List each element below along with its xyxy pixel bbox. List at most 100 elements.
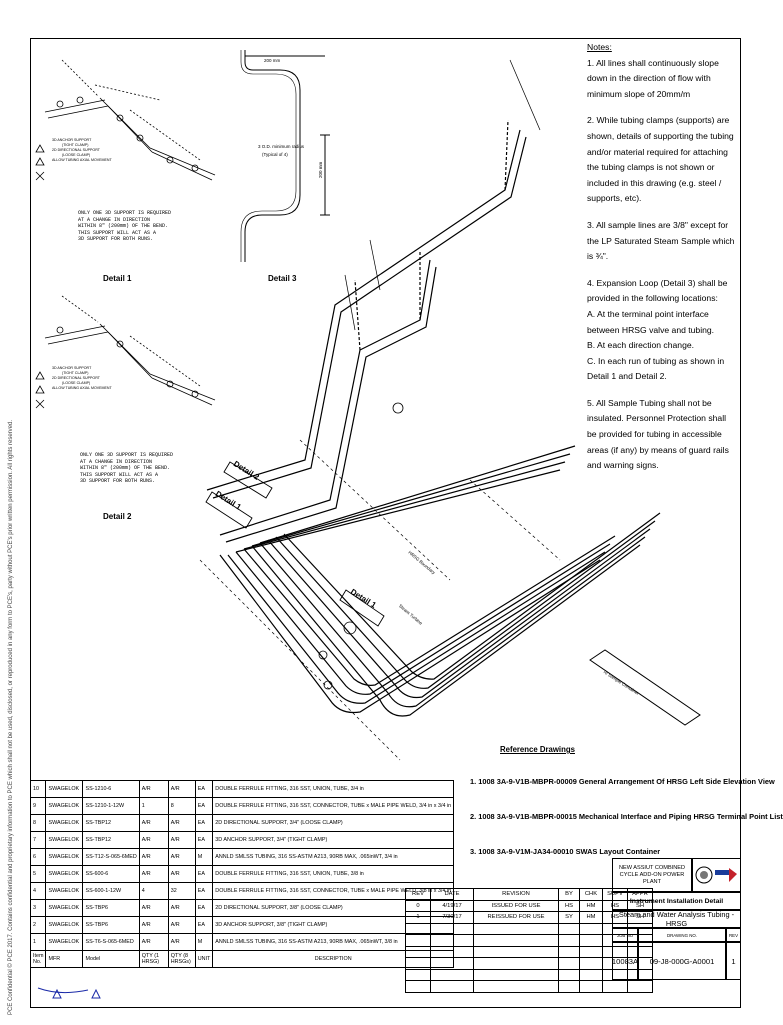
bom-cell: 1 bbox=[138, 797, 169, 815]
bom-cell: EA bbox=[194, 780, 214, 798]
bom-cell: EA bbox=[194, 916, 214, 934]
bom-cell: 7 bbox=[29, 831, 47, 849]
bom-cell: 6 bbox=[29, 848, 47, 866]
bom-cell: 9 bbox=[29, 797, 47, 815]
drawing-no-label: DRAWING NO. bbox=[638, 928, 726, 942]
bom-cell: A/R bbox=[138, 831, 169, 849]
rev-header-revision: REVISION bbox=[473, 888, 559, 901]
bom-cell: SWAGELOK bbox=[45, 831, 84, 849]
bom-cell: ANNLD SMLSS TUBING, 316 SS-ASTM A213, 90… bbox=[212, 848, 455, 866]
bom-cell: SS-TBP6 bbox=[82, 916, 140, 934]
bom-cell: 32 bbox=[167, 882, 196, 900]
bom-cell: SWAGELOK bbox=[45, 865, 84, 883]
bom-header-cell: MFR bbox=[45, 950, 84, 968]
detail2-sketch bbox=[35, 295, 216, 409]
bom-cell: 2 bbox=[29, 916, 47, 934]
bom-cell: SWAGELOK bbox=[45, 882, 84, 900]
bom-header-cell: Item No. bbox=[29, 950, 47, 968]
bom-header-cell: QTY (1 HRSG) bbox=[138, 950, 169, 968]
logo-icon bbox=[695, 866, 737, 884]
drawing-sheet-border bbox=[30, 38, 741, 1008]
tubing-run bbox=[206, 119, 661, 717]
boundary-lines bbox=[199, 439, 561, 761]
detail3-dim-top: 200 mm bbox=[264, 58, 281, 63]
rev-header-chk: CHK bbox=[579, 888, 603, 901]
bom-cell: EA bbox=[194, 899, 214, 917]
bom-cell: SS-T12-S-065-6MED bbox=[82, 848, 140, 866]
bom-cell: 5 bbox=[29, 865, 47, 883]
detail1-sketch bbox=[35, 59, 216, 181]
bom-cell: EA bbox=[194, 865, 214, 883]
bom-cell: A/R bbox=[138, 848, 169, 866]
bom-cell: 8 bbox=[167, 797, 196, 815]
bom-cell: 3D ANCHOR SUPPORT, 3/4" (TIGHT CLAMP) bbox=[212, 831, 455, 849]
rev-label: REV bbox=[726, 928, 741, 942]
title-block: NEW ASSIUT COMBINED CYCLE ADD-ON POWER P… bbox=[612, 858, 741, 980]
detail2-legend: 3D ANCHOR SUPPORT (TIGHT CLAMP) 2D DIREC… bbox=[52, 366, 112, 390]
drawing-subtitle: Steam and Water Analysis Tubing - HRSG bbox=[612, 910, 741, 928]
bom-cell: SS-T6-S-065-6MED bbox=[82, 933, 140, 951]
bom-cell: SWAGELOK bbox=[45, 780, 84, 798]
bom-cell: SS-600-1-12W bbox=[82, 882, 140, 900]
bom-cell: DOUBLE FERRULE FITTING, 316 SST, CONNECT… bbox=[212, 797, 455, 815]
bom-cell: SWAGELOK bbox=[45, 814, 84, 832]
rev-header-rev: REV bbox=[405, 888, 431, 901]
bom-cell: SWAGELOK bbox=[45, 899, 84, 917]
bom-cell: 3 bbox=[29, 899, 47, 917]
rev-header-by: BY bbox=[558, 888, 580, 901]
project-name: NEW ASSIUT COMBINED CYCLE ADD-ON POWER P… bbox=[612, 858, 692, 892]
bom-cell: A/R bbox=[138, 780, 169, 798]
bom-cell: A/R bbox=[167, 848, 196, 866]
detail1-legend: 3D ANCHOR SUPPORT (TIGHT CLAMP) 2D DIREC… bbox=[52, 138, 112, 162]
bom-header-cell: UNIT bbox=[194, 950, 214, 968]
detail3-label: Detail 3 bbox=[268, 274, 297, 283]
note-4: 4. Expansion Loop (Detail 3) shall be pr… bbox=[587, 277, 728, 304]
bom-cell: A/R bbox=[138, 933, 169, 951]
references-title: Reference Drawings bbox=[500, 745, 575, 754]
bom-header-cell: Model bbox=[82, 950, 140, 968]
note-4c: C. In each run of tubing as shown in Det… bbox=[587, 355, 725, 382]
note-3: 3. All sample lines are 3/8" except for … bbox=[587, 219, 735, 262]
detail2-note: ONLY ONE 3D SUPPORT IS REQUIRED AT A CHA… bbox=[80, 452, 174, 485]
job-no-value: 10083A bbox=[612, 942, 638, 980]
note-1: 1. All lines shall continuously slope do… bbox=[587, 57, 719, 99]
bom-cell: A/R bbox=[167, 899, 196, 917]
bom-cell: A/R bbox=[138, 814, 169, 832]
detail3-radius: 3 O.D. minimum radius bbox=[258, 144, 305, 149]
bom-cell: EA bbox=[194, 831, 214, 849]
bom-cell: A/R bbox=[167, 865, 196, 883]
tag-bubble-4 bbox=[323, 680, 333, 690]
rev-value: 1 bbox=[726, 942, 741, 980]
bom-cell: SWAGELOK bbox=[45, 797, 84, 815]
bom-cell: A/R bbox=[167, 814, 196, 832]
bom-cell: 4 bbox=[138, 882, 169, 900]
revision-row: 1 7/30/17 REISSUED FOR USE SY HM HS SH bbox=[405, 911, 653, 924]
bom-cell: A/R bbox=[167, 780, 196, 798]
note-2: 2. While tubing clamps (supports) are sh… bbox=[587, 115, 734, 204]
bom-cell: A/R bbox=[167, 933, 196, 951]
rev-header-date: DATE bbox=[430, 888, 474, 901]
bom-cell: A/R bbox=[138, 865, 169, 883]
detail3-dim-side: 200 mm bbox=[318, 161, 323, 178]
bom-cell: SS-TBP12 bbox=[82, 831, 140, 849]
detail3-radius-sub: (Typical of 4) bbox=[262, 152, 288, 157]
bom-cell: A/R bbox=[138, 899, 169, 917]
bom-cell: SWAGELOK bbox=[45, 916, 84, 934]
bom-cell: DOUBLE FERRULE FITTING, 316 SST, UNION, … bbox=[212, 780, 455, 798]
drawing-no-value: 09-J8-000G-A0001 bbox=[638, 942, 726, 980]
isometric-drawing bbox=[35, 50, 701, 999]
note-4a: A. At the terminal point interface betwe… bbox=[587, 308, 715, 335]
bom-cell: EA bbox=[194, 882, 214, 900]
bom-cell: M bbox=[194, 933, 214, 951]
revision-row: 0 4/19/17 ISSUED FOR USE HS HM HS SH bbox=[405, 899, 653, 912]
bom-cell: A/R bbox=[138, 916, 169, 934]
tag-bubble-2 bbox=[392, 402, 404, 414]
bom-cell: A/R bbox=[167, 916, 196, 934]
